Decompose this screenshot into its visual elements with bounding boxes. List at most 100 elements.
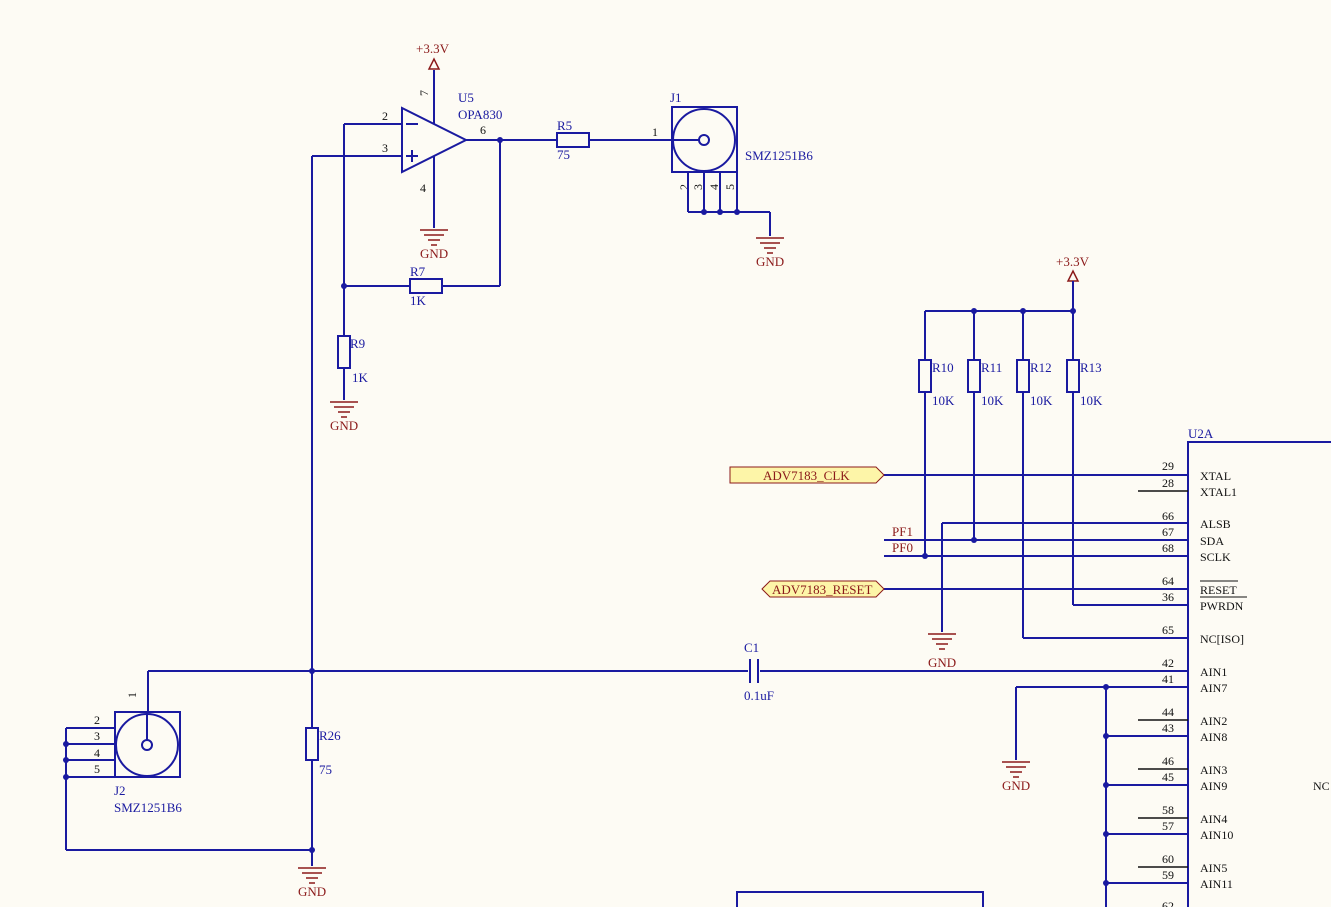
svg-text:+3.3V: +3.3V [1056, 254, 1090, 269]
svg-text:R9: R9 [350, 336, 365, 351]
svg-text:RESET: RESET [1200, 583, 1237, 597]
svg-text:ALSB: ALSB [1200, 517, 1231, 531]
svg-text:GND: GND [420, 246, 448, 261]
svg-text:66: 66 [1162, 509, 1174, 523]
u5-pin-2: 2 [382, 109, 388, 123]
svg-text:62: 62 [1162, 899, 1174, 907]
svg-text:NC: NC [1313, 779, 1330, 793]
vcc-symbol-u5: +3.3V [416, 41, 450, 70]
resistor-r7[interactable]: R7 1K [409, 264, 443, 308]
svg-text:GND: GND [756, 254, 784, 269]
gnd-symbol-j1: GND [756, 237, 784, 269]
chip-u2a[interactable]: U2A NC [1187, 426, 1331, 907]
port-adv7183-reset[interactable]: ADV7183_RESET [761, 580, 885, 598]
svg-text:4: 4 [94, 746, 100, 760]
resistor-r10[interactable]: R10 10K [918, 359, 955, 408]
svg-text:R5: R5 [557, 118, 572, 133]
svg-text:ADV7183_CLK: ADV7183_CLK [763, 468, 850, 483]
svg-text:R13: R13 [1080, 360, 1102, 375]
u5-pin-4: 4 [420, 181, 426, 195]
svg-text:10K: 10K [1030, 393, 1053, 408]
svg-text:45: 45 [1162, 770, 1174, 784]
svg-text:59: 59 [1162, 868, 1174, 882]
svg-text:10K: 10K [932, 393, 955, 408]
svg-text:41: 41 [1162, 672, 1174, 686]
svg-text:58: 58 [1162, 803, 1174, 817]
svg-text:67: 67 [1162, 525, 1174, 539]
svg-text:R11: R11 [981, 360, 1002, 375]
u5-pin-6: 6 [480, 123, 486, 137]
svg-text:NC[ISO]: NC[ISO] [1200, 632, 1244, 646]
gnd-symbol-ain: GND [1002, 761, 1030, 793]
resistor-r26[interactable]: R26 75 [305, 727, 341, 777]
svg-text:AIN5: AIN5 [1200, 861, 1227, 875]
svg-text:+3.3V: +3.3V [416, 41, 450, 56]
svg-text:R10: R10 [932, 360, 954, 375]
svg-text:60: 60 [1162, 852, 1174, 866]
svg-text:AIN2: AIN2 [1200, 714, 1227, 728]
svg-text:1K: 1K [410, 293, 427, 308]
svg-text:3: 3 [691, 184, 705, 190]
u5-pin-3: 3 [382, 141, 388, 155]
u5-value: OPA830 [458, 107, 502, 122]
svg-text:J2: J2 [114, 783, 126, 798]
resistor-r5[interactable]: R5 75 [556, 118, 590, 162]
svg-text:0.1uF: 0.1uF [744, 688, 774, 703]
svg-text:68: 68 [1162, 541, 1174, 555]
gnd-symbol-r9: GND [330, 401, 358, 433]
svg-text:PWRDN: PWRDN [1200, 599, 1244, 613]
svg-text:44: 44 [1162, 705, 1174, 719]
svg-text:5: 5 [723, 184, 737, 190]
connector-j1[interactable]: J1 SMZ1251B6 1 2 3 4 5 [652, 90, 813, 190]
svg-text:1: 1 [652, 125, 658, 139]
svg-text:36: 36 [1162, 590, 1174, 604]
connector-j2[interactable]: J2 SMZ1251B6 1 2 3 4 5 [94, 692, 182, 815]
svg-text:SDA: SDA [1200, 534, 1224, 548]
svg-text:U2A: U2A [1188, 426, 1214, 441]
svg-text:R26: R26 [319, 728, 341, 743]
gnd-symbol-u5: GND [420, 229, 448, 261]
svg-text:29: 29 [1162, 459, 1174, 473]
net-label-pf0: PF0 [892, 540, 913, 555]
svg-text:28: 28 [1162, 476, 1174, 490]
svg-text:10K: 10K [981, 393, 1004, 408]
svg-text:5: 5 [94, 762, 100, 776]
svg-text:75: 75 [557, 147, 570, 162]
svg-text:AIN3: AIN3 [1200, 763, 1227, 777]
svg-text:10K: 10K [1080, 393, 1103, 408]
port-adv7183-clk[interactable]: ADV7183_CLK [729, 466, 885, 484]
svg-text:46: 46 [1162, 754, 1174, 768]
svg-text:SMZ1251B6: SMZ1251B6 [745, 148, 813, 163]
capacitor-c1[interactable]: C1 0.1uF [744, 640, 774, 703]
svg-text:2: 2 [94, 713, 100, 727]
u5-ref: U5 [458, 90, 474, 105]
svg-text:J1: J1 [670, 90, 682, 105]
svg-text:C1: C1 [744, 640, 759, 655]
svg-text:R12: R12 [1030, 360, 1052, 375]
svg-text:R7: R7 [410, 264, 426, 279]
svg-text:GND: GND [1002, 778, 1030, 793]
svg-text:64: 64 [1162, 574, 1174, 588]
svg-text:SCLK: SCLK [1200, 550, 1231, 564]
svg-text:AIN10: AIN10 [1200, 828, 1233, 842]
u5-opamp[interactable]: U5 OPA830 2 3 6 7 4 [382, 90, 502, 195]
svg-text:57: 57 [1162, 819, 1174, 833]
svg-text:65: 65 [1162, 623, 1174, 637]
gnd-symbol-r26: GND [298, 867, 326, 899]
net-label-pf1: PF1 [892, 524, 913, 539]
resistor-r12[interactable]: R12 10K [1016, 359, 1053, 408]
svg-text:SMZ1251B6: SMZ1251B6 [114, 800, 182, 815]
svg-text:AIN1: AIN1 [1200, 665, 1227, 679]
svg-text:75: 75 [319, 762, 332, 777]
svg-text:1: 1 [125, 692, 139, 698]
u5-pin-7: 7 [417, 90, 431, 96]
svg-text:ADV7183_RESET: ADV7183_RESET [772, 582, 872, 597]
resistor-r9[interactable]: R9 1K [337, 335, 369, 385]
svg-text:3: 3 [94, 729, 100, 743]
svg-text:GND: GND [928, 655, 956, 670]
svg-text:GND: GND [298, 884, 326, 899]
vcc-symbol-pullups: +3.3V [1056, 254, 1090, 282]
svg-text:XTAL: XTAL [1200, 469, 1231, 483]
svg-text:XTAL1: XTAL1 [1200, 485, 1237, 499]
